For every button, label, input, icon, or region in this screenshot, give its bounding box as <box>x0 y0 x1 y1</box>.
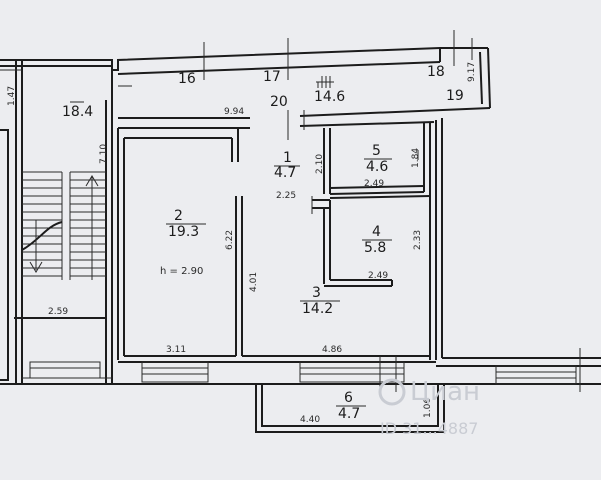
dim-4-40: 4.40 <box>300 415 320 425</box>
staircase <box>21 171 106 280</box>
room-4-area: 5.8 <box>364 240 386 256</box>
room-18-number: 18 <box>427 64 445 80</box>
room-3-area: 14.2 <box>302 301 333 317</box>
room-6-number: 6 <box>344 390 353 406</box>
dim-2-25: 2.25 <box>276 191 296 201</box>
dim-2-49-top: 2.49 <box>364 179 384 189</box>
dim-2-59: 2.59 <box>48 307 68 317</box>
stair-area: 18.4 <box>62 104 93 120</box>
dim-1-84: 1.84 <box>411 148 421 168</box>
windows <box>29 361 577 385</box>
watermark-id: ID 31...4887 <box>380 419 478 438</box>
dim-9-17: 9.17 <box>467 62 477 82</box>
dim-2-33: 2.33 <box>413 230 423 250</box>
corridor-area: 14.6 <box>314 89 345 105</box>
dim-2-10: 2.10 <box>315 154 325 174</box>
room-2-number: 2 <box>174 208 183 224</box>
dim-4-01: 4.01 <box>249 272 259 292</box>
room-20-number: 20 <box>270 94 288 110</box>
room-2-area: 19.3 <box>168 224 199 240</box>
room-6-area: 4.7 <box>338 406 360 422</box>
dim-6-22: 6.22 <box>225 230 235 250</box>
room-5-area: 4.6 <box>366 159 388 175</box>
room-5-number: 5 <box>372 143 381 159</box>
room-3-number: 3 <box>312 285 321 301</box>
room-19-number: 19 <box>446 88 464 104</box>
watermark-text: Циан <box>410 377 480 407</box>
watermark: Циан ID 31...4887 <box>378 377 480 438</box>
corridor-ticks <box>0 30 581 392</box>
ceiling-height: h = 2.90 <box>160 266 203 277</box>
room-4-number: 4 <box>372 224 381 240</box>
room-17-number: 17 <box>263 69 281 85</box>
dim-7-10: 7.10 <box>99 144 109 164</box>
dim-9-94: 9.94 <box>224 107 244 117</box>
dim-4-86: 4.86 <box>322 345 342 355</box>
watermark-logo-icon <box>378 378 406 406</box>
room-16-number: 16 <box>178 71 196 87</box>
room-1-area: 4.7 <box>274 165 296 181</box>
corridor-stair-icon <box>316 76 334 88</box>
room-1-number: 1 <box>283 150 292 166</box>
dim-1-47: 1.47 <box>7 86 17 106</box>
walls <box>0 47 601 433</box>
dim-2-49-bottom: 2.49 <box>368 271 388 281</box>
dim-3-11: 3.11 <box>166 345 186 355</box>
dim-1-06: 1.06 <box>423 398 433 418</box>
